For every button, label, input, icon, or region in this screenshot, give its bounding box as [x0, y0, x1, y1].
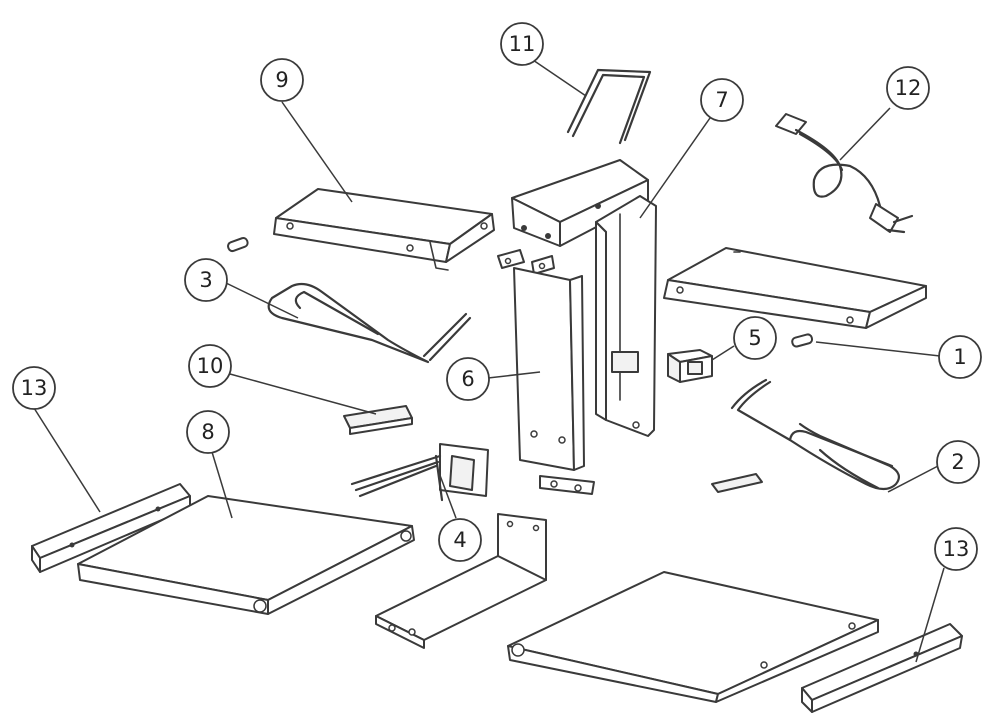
callout-11-label: 11	[509, 32, 536, 56]
callout-12: 12	[886, 66, 930, 110]
callout-13-right-label: 13	[943, 537, 970, 561]
callout-4-label: 4	[453, 528, 466, 552]
callout-10: 10	[188, 344, 232, 388]
part-4-thermostat	[350, 443, 489, 502]
callout-13-right: 13	[934, 527, 978, 571]
part-13-side-bar-left	[31, 483, 191, 573]
base-plate-right	[507, 571, 879, 703]
callout-2-label: 2	[951, 450, 964, 474]
callout-7: 7	[700, 78, 744, 122]
lower-bracket	[375, 513, 547, 649]
part-11-handle	[566, 68, 652, 145]
callout-2: 2	[936, 440, 980, 484]
callouts: 1 2 3 4 5 6 7 8	[12, 22, 982, 571]
callout-4: 4	[438, 518, 482, 562]
callout-6-label: 6	[461, 367, 474, 391]
part-10-block	[343, 405, 413, 435]
callout-6: 6	[446, 357, 490, 401]
callout-5: 5	[733, 316, 777, 360]
part-6-bracket	[497, 249, 595, 495]
part-5-switch	[667, 349, 713, 383]
part-9-upper-plate-left	[273, 188, 495, 271]
callout-10-label: 10	[197, 354, 224, 378]
callout-13-left-label: 13	[21, 376, 48, 400]
leader-lines	[33, 57, 945, 663]
callout-8-label: 8	[201, 420, 214, 444]
pin-right	[791, 333, 814, 348]
callout-3: 3	[184, 258, 228, 302]
small-block-right	[711, 473, 763, 493]
pin-left	[227, 237, 249, 253]
part-12-power-cord	[775, 113, 914, 234]
part-7-column	[511, 159, 657, 437]
part-3-heating-element	[267, 282, 472, 364]
part-1-lower-plate-right	[663, 247, 927, 329]
callout-11: 11	[500, 22, 544, 66]
part-2-heating-element	[730, 378, 900, 491]
part-8-base-plate-left	[77, 495, 415, 615]
callout-1-label: 1	[953, 345, 966, 369]
callout-1: 1	[938, 335, 982, 379]
callout-9-label: 9	[275, 68, 288, 92]
callout-7-label: 7	[715, 88, 728, 112]
callout-8: 8	[186, 410, 230, 454]
callout-12-label: 12	[895, 76, 922, 100]
callout-5-label: 5	[748, 326, 761, 350]
callout-13-left: 13	[12, 366, 56, 410]
callout-9: 9	[260, 58, 304, 102]
callout-3-label: 3	[199, 268, 212, 292]
